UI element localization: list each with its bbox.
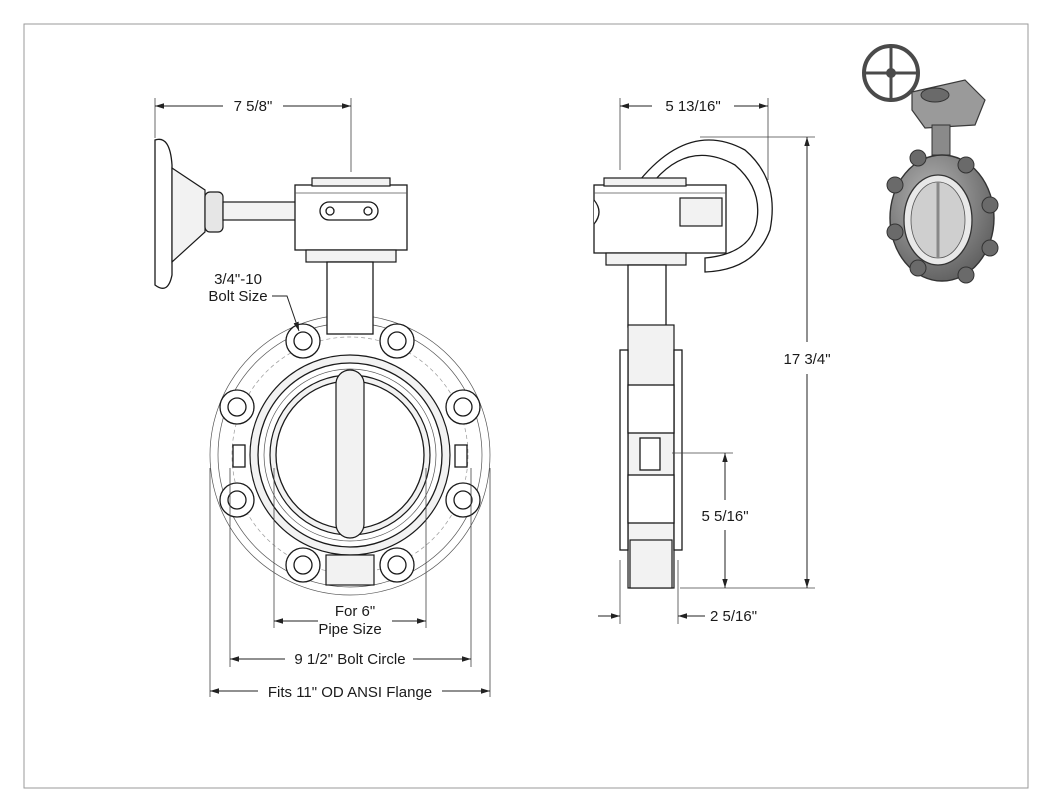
pipe-size-label-line2: Pipe Size bbox=[318, 621, 381, 638]
side-neck bbox=[627, 264, 667, 328]
dim-centerline-height: 5 5/16" bbox=[701, 508, 748, 525]
side-view bbox=[593, 139, 773, 589]
front-view bbox=[154, 138, 491, 596]
flange-label: Fits 11" OD ANSI Flange bbox=[268, 684, 432, 701]
dim-front-width: 7 5/8" bbox=[234, 98, 273, 115]
sheet-border bbox=[23, 23, 1029, 789]
bolt-lugs bbox=[219, 323, 481, 583]
bolt-size-label-line1: 3/4"-10 bbox=[214, 271, 262, 288]
disc-stem bbox=[335, 369, 365, 539]
front-handwheel bbox=[154, 138, 173, 289]
bolt-circle-label: 9 1/2" Bolt Circle bbox=[294, 651, 405, 668]
dim-overall-height: 17 3/4" bbox=[783, 351, 830, 368]
dim-face-width: 2 5/16" bbox=[710, 608, 757, 625]
side-handwheel bbox=[638, 139, 773, 273]
iso-view bbox=[862, 44, 999, 284]
dim-side-width: 5 13/16" bbox=[665, 98, 720, 115]
front-neck bbox=[326, 261, 374, 335]
dimensions: 7 5/8" 5 13/16" 17 3/4" 5 5/16" 2 5/16" … bbox=[154, 98, 831, 701]
pipe-size-label-line1: For 6" bbox=[335, 603, 375, 620]
bolt-size-label-line2: Bolt Size bbox=[208, 288, 267, 305]
